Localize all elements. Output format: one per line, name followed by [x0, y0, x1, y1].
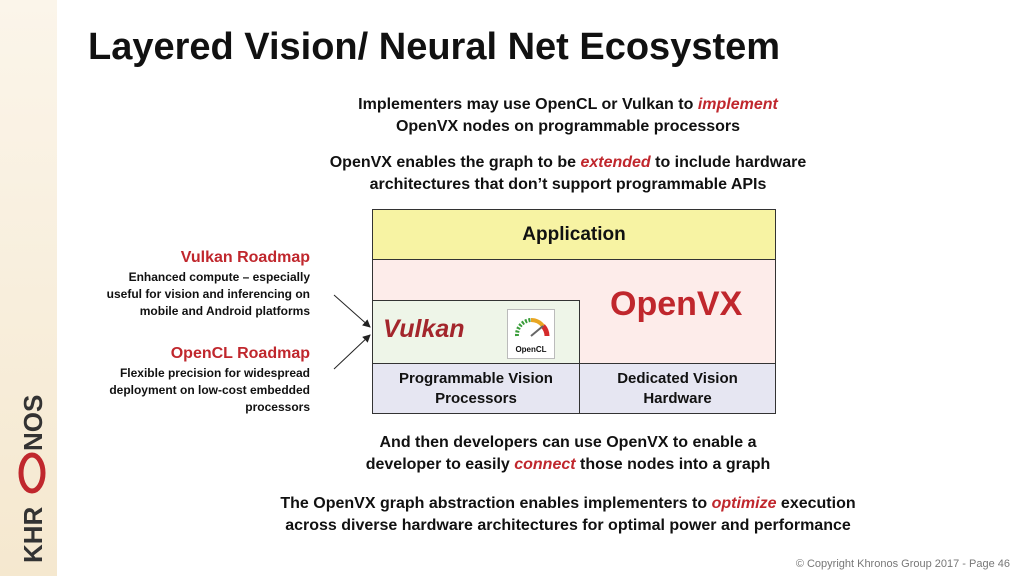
programmable-vision-processors: Programmable Vision Processors — [372, 363, 580, 414]
copyright: © Copyright Khronos Group 2017 - Page 46 — [795, 558, 1010, 570]
vulkan-logo: Vulkan — [383, 315, 465, 343]
body: Flexible precision for widespread deploy… — [109, 366, 310, 414]
text: The OpenVX graph abstraction enables imp… — [280, 495, 712, 512]
heading: OpenCL Roadmap — [170, 345, 310, 362]
connect-note: And then developers can use OpenVX to en… — [168, 432, 968, 476]
text: across diverse hardware architectures fo… — [285, 517, 851, 534]
text: developer to easily — [365, 456, 515, 473]
emphasis: optimize — [711, 495, 777, 512]
extend-note: OpenVX enables the graph to be extended … — [168, 152, 968, 196]
vulkan-roadmap: Vulkan Roadmap Enhanced compute – especi… — [60, 247, 310, 320]
openvx-logo: OpenVX — [610, 285, 743, 323]
svg-text:KHR: KHR — [18, 506, 48, 563]
heading: Vulkan Roadmap — [180, 249, 310, 266]
text: And then developers can use OpenVX to en… — [379, 434, 757, 451]
gauge-icon — [514, 318, 550, 337]
body: Enhanced compute – especially useful for… — [106, 270, 310, 318]
optimize-note: The OpenVX graph abstraction enables imp… — [168, 493, 968, 537]
sidebar-band: KHR NOS GROUP — [0, 0, 57, 576]
text: OpenVX nodes on programmable processors — [395, 118, 741, 135]
implement-note: Implementers may use OpenCL or Vulkan to… — [168, 94, 968, 138]
emphasis: implement — [697, 96, 778, 113]
opencl-roadmap: OpenCL Roadmap Flexible precision for wi… — [60, 343, 310, 416]
dedicated-vision-hardware: Dedicated Vision Hardware — [579, 363, 776, 414]
svg-text:NOS: NOS — [18, 395, 48, 451]
text: architectures that don’t support program… — [369, 176, 767, 193]
emphasis: connect — [514, 456, 576, 473]
application-layer: Application — [372, 209, 776, 260]
opencl-logo: OpenCL — [507, 309, 555, 359]
text: those nodes into a graph — [575, 456, 771, 473]
programmable-logos: Vulkan OpenCL — [372, 300, 580, 364]
text: to include hardware — [650, 154, 807, 171]
text: Implementers may use OpenCL or Vulkan to — [358, 96, 698, 113]
arrows — [333, 294, 371, 370]
opencl-label: OpenCL — [515, 345, 547, 354]
khronos-logo: KHR NOS GROUP — [18, 395, 48, 563]
text: execution — [776, 495, 856, 512]
emphasis: extended — [580, 154, 651, 171]
slide-title: Layered Vision/ Neural Net Ecosystem — [88, 26, 781, 68]
text: OpenVX enables the graph to be — [329, 154, 581, 171]
